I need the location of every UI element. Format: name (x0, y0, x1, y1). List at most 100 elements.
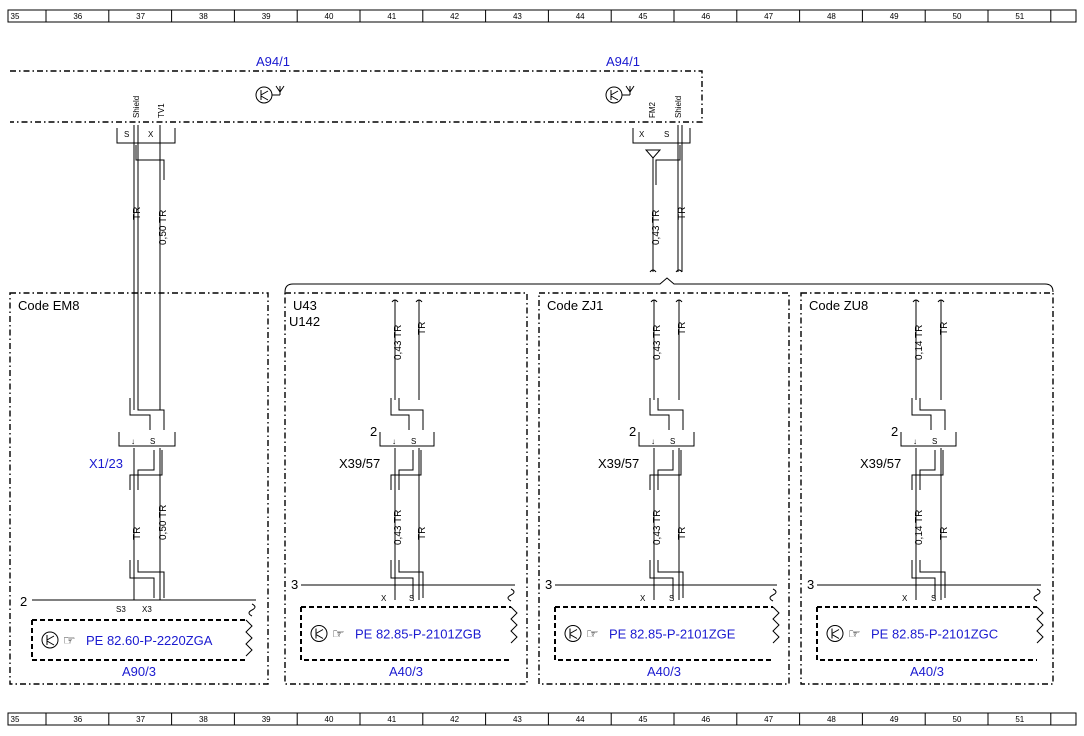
variant-boundary (800, 292, 1054, 685)
ruler-number: 37 (136, 12, 145, 21)
ruler-number: 46 (701, 12, 710, 21)
reference-link[interactable]: PE 82.85-P-2101ZGE (609, 627, 736, 642)
reference-link[interactable]: PE 82.85-P-2101ZGC (871, 627, 998, 642)
variant-boundary (9, 292, 269, 685)
ruler-frame (7, 712, 1077, 726)
wire-label: 0,50 TR (158, 505, 169, 540)
wire-label: 0,43 TR (651, 210, 662, 245)
connector-label: X39/57 (598, 456, 639, 471)
antenna-amplifier-icon (255, 85, 285, 104)
unit-boundary (10, 70, 703, 123)
module-inner-box (816, 606, 1037, 661)
reference-link[interactable]: PE 82.85-P-2101ZGB (355, 627, 481, 642)
connector-pin: S (411, 437, 416, 446)
module-pin: X3 (142, 605, 152, 614)
connector-pin: S (932, 437, 937, 446)
shield-braid (911, 560, 946, 598)
variant-boundary (538, 292, 790, 685)
hand-pointer-icon: ☞ (848, 626, 861, 642)
wire-label: TR (132, 207, 143, 220)
wire-lower (653, 448, 680, 600)
ruler-number: 38 (199, 715, 208, 724)
wire-shield-right (677, 125, 683, 272)
wire-lower (394, 448, 420, 600)
variant-code-2: U142 (289, 314, 320, 329)
module-break (772, 606, 780, 644)
wire-label: 0,14 TR (914, 325, 925, 360)
connector-pin: ↓ (392, 437, 396, 446)
pin-label-s: S (124, 130, 129, 139)
module-pin: X (902, 594, 908, 603)
shield-braid (129, 450, 163, 490)
pin-label-s: S (664, 130, 669, 139)
amplifier-icon (310, 625, 328, 642)
ruler-number: 38 (199, 12, 208, 21)
connector-pin: ↓ (651, 437, 655, 446)
shield-braid (655, 145, 681, 185)
antenna-amplifier-icon (605, 85, 635, 104)
ruler-number: 47 (764, 715, 773, 724)
module-number: 3 (545, 577, 552, 592)
module-inner-box (554, 606, 773, 661)
module-inner-box (300, 606, 511, 661)
ruler-frame (7, 9, 1077, 23)
module-pin: S (931, 594, 936, 603)
hand-pointer-icon: ☞ (332, 626, 345, 642)
wire-lower (133, 448, 161, 600)
wire-label: 0,43 TR (393, 510, 404, 545)
wire-label: TR (677, 322, 688, 335)
shield-braid (911, 450, 944, 490)
ruler-number: 51 (1015, 12, 1024, 21)
pin-label-shield: Shield (132, 96, 141, 118)
shield-braid (129, 560, 165, 598)
wire-label: 0,50 TR (158, 210, 169, 245)
wire-label: TR (417, 322, 428, 335)
pin-label-tv1: TV1 (157, 103, 166, 118)
ruler-number: 49 (890, 12, 899, 21)
module-number: 3 (807, 577, 814, 592)
module-break (510, 606, 518, 644)
wire-label: 0,43 TR (652, 510, 663, 545)
ruler-number: 40 (325, 12, 334, 21)
ruler-number: 35 (11, 715, 20, 724)
ruler-number: 36 (73, 12, 82, 21)
module-break (769, 588, 777, 602)
ruler-number: 47 (764, 12, 773, 21)
ruler-number: 49 (890, 715, 899, 724)
module-break (248, 603, 256, 617)
wire-label: TR (677, 527, 688, 540)
ruler-number: 41 (387, 715, 396, 724)
variant-boundary (284, 292, 528, 685)
wire-shield-left (133, 125, 139, 410)
reference-link[interactable]: PE 82.60-P-2220ZGA (86, 633, 213, 648)
module-label: A40/3 (389, 664, 423, 679)
ruler-number: 39 (262, 12, 271, 21)
unit-label-left: A94/1 (256, 54, 290, 69)
wire-break (650, 299, 683, 303)
wire-label: 0,43 TR (652, 325, 663, 360)
wire-upper (394, 300, 420, 400)
ruler-number: 42 (450, 12, 459, 21)
ruler-number: 43 (513, 12, 522, 21)
connector-pin: S (670, 437, 675, 446)
wire-label: 0,14 TR (914, 510, 925, 545)
ruler-number: 48 (827, 715, 836, 724)
ruler-number: 46 (701, 715, 710, 724)
module-pin: S (409, 594, 414, 603)
ruler-number: 51 (1015, 715, 1024, 724)
connector-housing (118, 432, 176, 447)
ruler-number: 50 (953, 715, 962, 724)
ruler-number: 45 (639, 12, 648, 21)
ruler-number: 43 (513, 715, 522, 724)
wire-break (391, 299, 423, 303)
ruler-number: 36 (73, 715, 82, 724)
shield-braid (129, 398, 165, 430)
wire-label: TR (417, 527, 428, 540)
